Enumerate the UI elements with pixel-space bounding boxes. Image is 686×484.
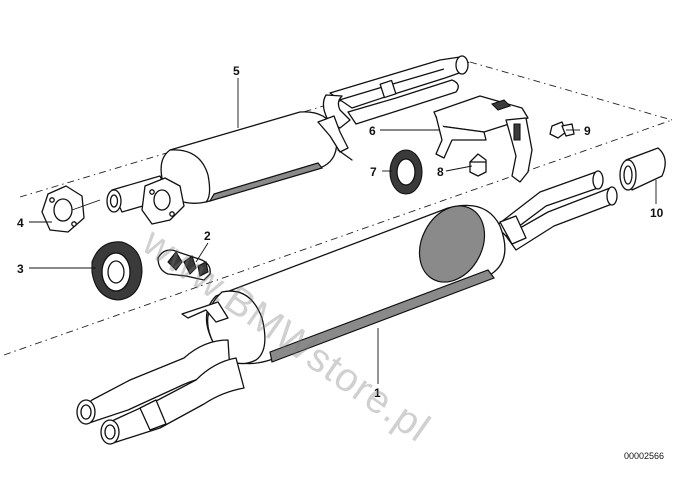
callout-6: 6 xyxy=(369,124,376,138)
callout-2: 2 xyxy=(204,229,211,243)
callout-4: 4 xyxy=(17,216,24,230)
callout-8: 8 xyxy=(437,165,444,179)
rubber-ring-part-3 xyxy=(91,241,143,301)
nut-part-8 xyxy=(469,153,487,177)
document-number: 00002566 xyxy=(623,451,664,461)
callout-5: 5 xyxy=(233,64,240,78)
pipe-sleeve-part-10 xyxy=(619,147,666,191)
seal-ring-part-7 xyxy=(389,149,423,195)
gasket-part-4 xyxy=(41,185,85,233)
callout-10: 10 xyxy=(650,206,664,220)
callout-9: 9 xyxy=(584,124,591,138)
callout-7: 7 xyxy=(370,165,377,179)
bracket-part-6 xyxy=(433,95,533,183)
callout-3: 3 xyxy=(17,262,24,276)
bolt-part-9 xyxy=(549,121,575,139)
leader-lines xyxy=(29,78,657,384)
rear-silencer-part-1 xyxy=(76,170,618,445)
rubber-mount-part-2 xyxy=(157,249,211,281)
front-silencer-part-5 xyxy=(106,55,469,225)
callout-1: 1 xyxy=(374,386,381,400)
